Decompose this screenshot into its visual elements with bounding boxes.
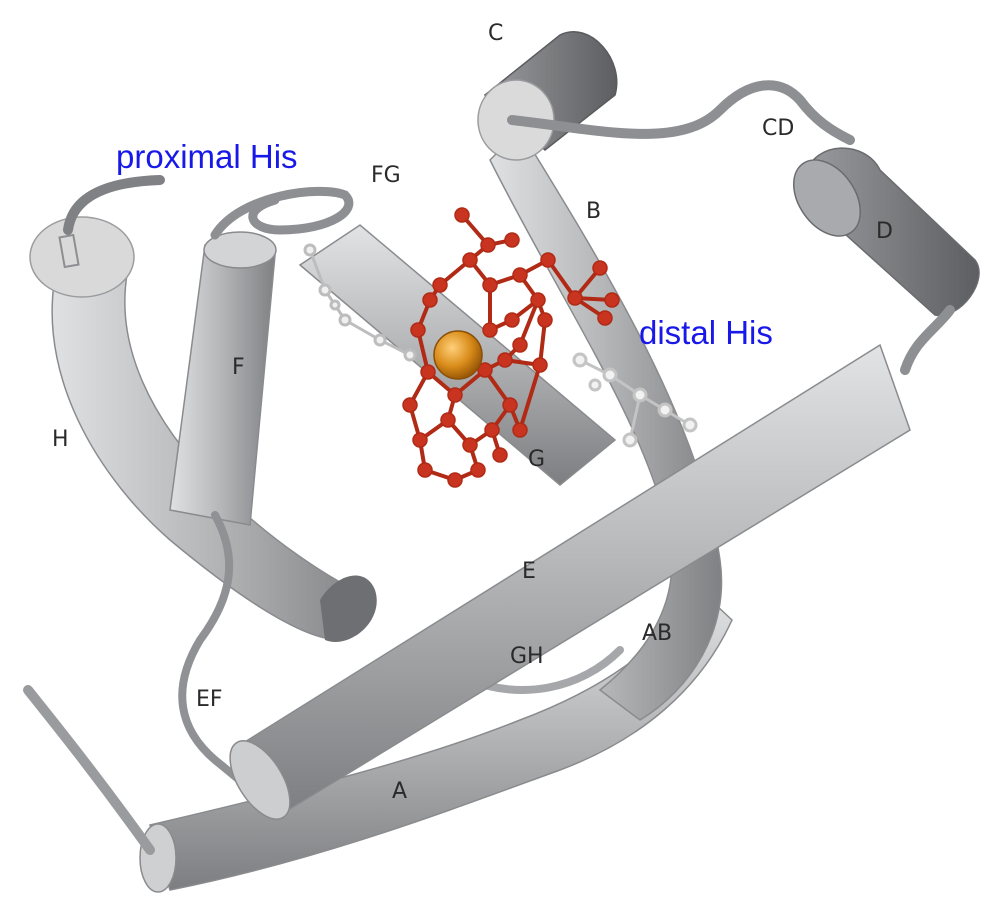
label-a: A bbox=[392, 779, 407, 804]
label-d: D bbox=[876, 219, 893, 244]
n-terminal-strand bbox=[28, 690, 150, 850]
helix-c bbox=[478, 32, 617, 160]
label-cd: CD bbox=[762, 116, 794, 141]
label-e: E bbox=[522, 559, 536, 584]
label-fg: FG bbox=[371, 163, 401, 188]
annotation-distal-his: distal His bbox=[639, 314, 773, 351]
label-f: F bbox=[232, 355, 245, 380]
label-c: C bbox=[488, 21, 503, 46]
helix-d bbox=[780, 148, 979, 370]
label-g: G bbox=[528, 447, 545, 472]
iron-atom bbox=[434, 331, 482, 379]
label-ab: AB bbox=[642, 621, 672, 646]
label-gh: GH bbox=[510, 644, 544, 669]
label-h: H bbox=[52, 427, 69, 452]
label-ef: EF bbox=[196, 687, 223, 712]
label-b: B bbox=[586, 199, 601, 224]
helix-f bbox=[170, 191, 349, 525]
annotation-proximal-his: proximal His bbox=[116, 138, 298, 175]
